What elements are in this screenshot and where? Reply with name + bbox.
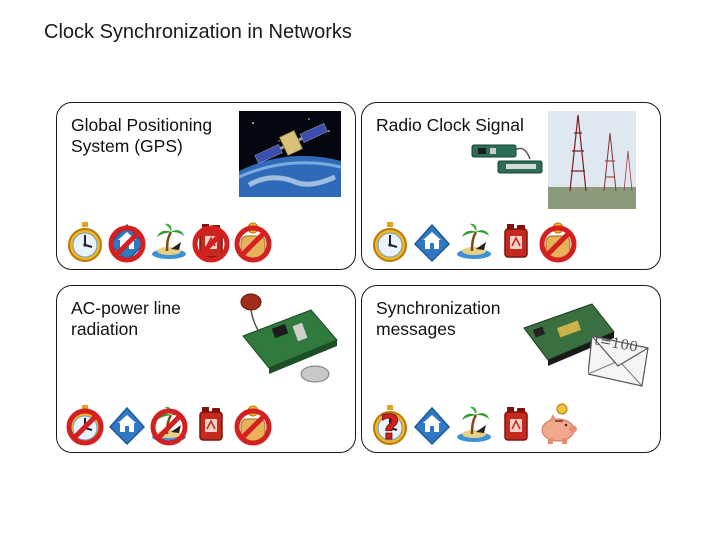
panel-title-sync-messages: Synchronization messages — [376, 298, 501, 339]
home-icon-crossed — [107, 220, 147, 264]
panel-gps: Global Positioning System (GPS) — [56, 102, 356, 270]
home-icon — [107, 403, 147, 447]
home-icon — [412, 403, 452, 447]
fuel-can-icon — [496, 403, 536, 447]
stopwatch-icon-question — [370, 403, 410, 447]
panel-title-radio-clock: Radio Clock Signal — [376, 115, 524, 135]
panel-title-gps: Global Positioning System (GPS) — [71, 115, 213, 156]
piggy-bank-icon — [538, 403, 578, 447]
stopwatch-icon-crossed — [65, 403, 105, 447]
panel-sync-messages: Synchronization messages t=100 — [361, 285, 661, 453]
satellite-photo — [239, 111, 341, 197]
attribute-icons-gps — [65, 220, 355, 266]
attribute-icons-ac-power — [65, 403, 355, 449]
attribute-icons-radio-clock — [370, 220, 660, 266]
fuel-can-icon — [496, 220, 536, 264]
fuel-can-icon — [191, 403, 231, 447]
antenna-tower-photo — [548, 111, 636, 209]
money-icon-crossed — [538, 220, 578, 264]
attribute-icons-sync-messages — [370, 403, 660, 449]
panel-radio-clock: Radio Clock Signal — [361, 102, 661, 270]
stopwatch-icon — [370, 220, 410, 264]
island-icon — [149, 220, 189, 264]
island-icon — [454, 403, 494, 447]
island-icon — [454, 220, 494, 264]
page-title: Clock Synchronization in Networks — [44, 21, 352, 43]
panel-ac-power: AC-power line radiation — [56, 285, 356, 453]
radio-receiver-photo — [471, 144, 543, 174]
panel-title-ac-power: AC-power line radiation — [71, 298, 181, 339]
fuel-can-icon-crossed — [191, 220, 231, 264]
money-icon-crossed — [233, 403, 273, 447]
money-icon-crossed — [233, 220, 273, 264]
envelope-icon — [588, 335, 649, 387]
home-icon — [412, 220, 452, 264]
circuit-board-photo — [240, 293, 338, 383]
stopwatch-icon — [65, 220, 105, 264]
island-icon-crossed — [149, 403, 189, 447]
